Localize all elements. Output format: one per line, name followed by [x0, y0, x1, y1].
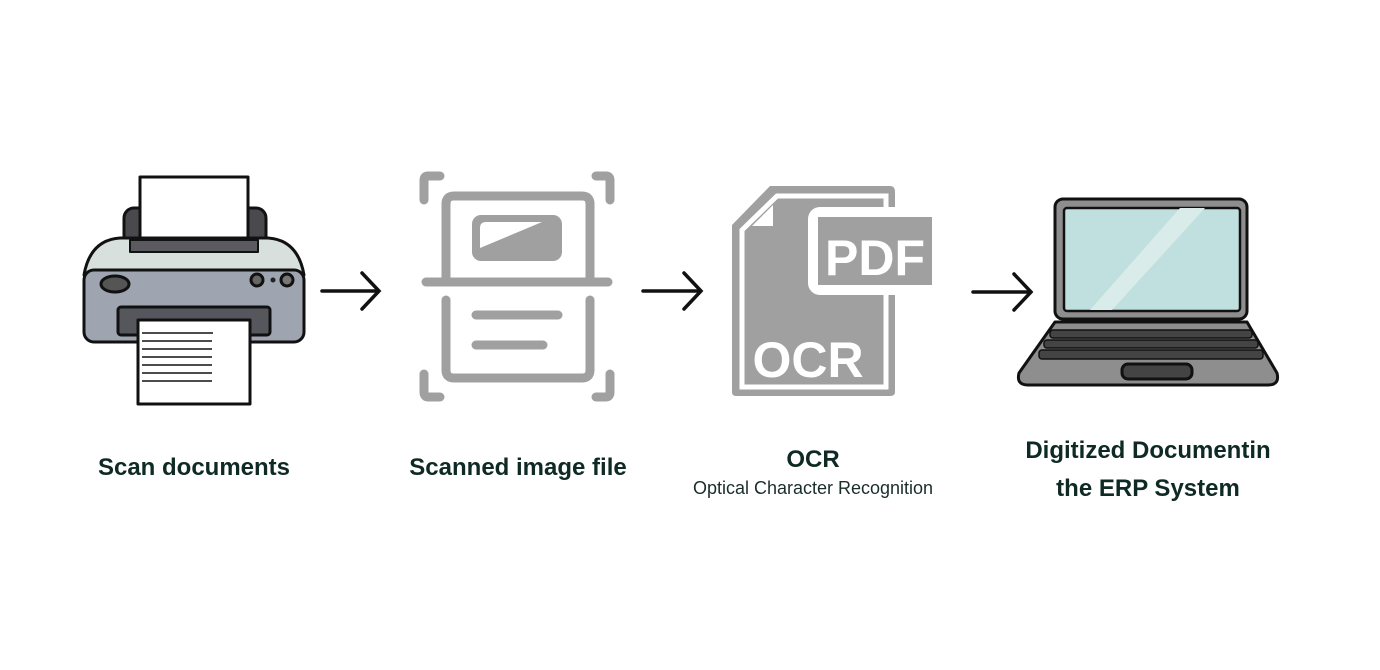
arrow-right-icon: [641, 271, 704, 311]
arrow-right-icon: [320, 271, 382, 311]
printer-icon: [82, 175, 306, 406]
step-label-scan-documents: Scan documents: [97, 454, 291, 481]
laptop-icon: [1016, 197, 1280, 387]
scan-document-icon: [419, 171, 615, 402]
ocr-text: OCR: [752, 332, 863, 388]
ocr-pdf-file-icon: PDF OCR: [732, 186, 942, 396]
step-label-digitized-line1: Digitized Documentin: [1025, 437, 1271, 464]
pdf-text: PDF: [825, 230, 925, 286]
step-sublabel-ocr: Optical Character Recognition: [692, 478, 934, 498]
step-label-scanned-image-file: Scanned image file: [409, 454, 627, 481]
step-label-ocr: OCR: [786, 446, 840, 473]
step-label-digitized-line2: the ERP System: [1056, 475, 1240, 502]
arrow-right-icon: [971, 272, 1034, 312]
